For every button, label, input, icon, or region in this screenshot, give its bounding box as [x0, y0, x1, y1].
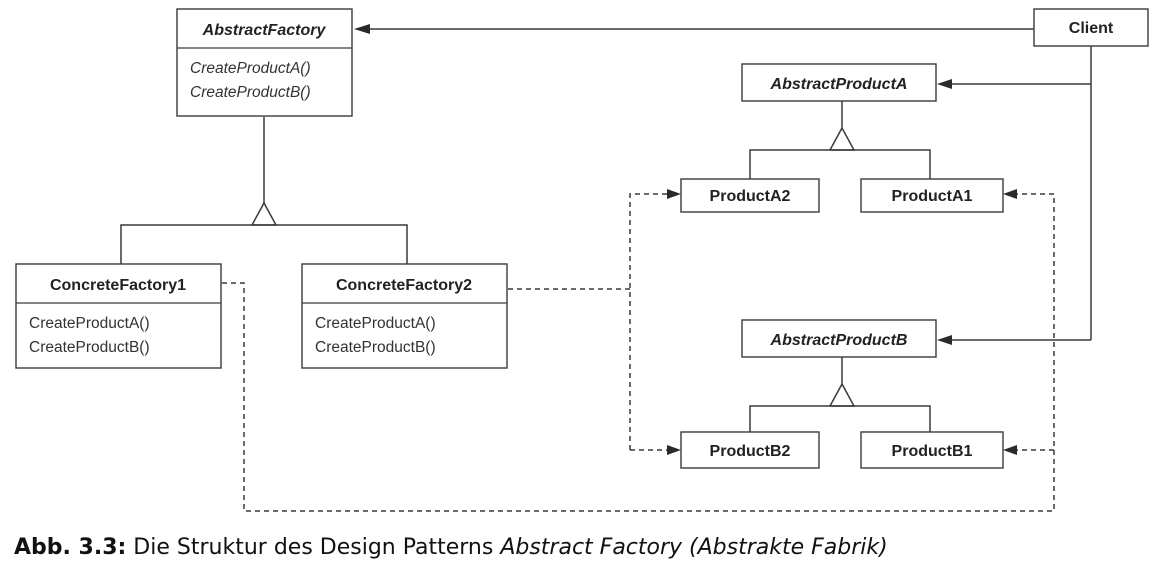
- product-a1-class: ProductA1: [860, 178, 1004, 213]
- uml-diagram: AbstractFactory CreateProductA() CreateP…: [15, 8, 1149, 512]
- factory2-to-productB2-arrow: [667, 445, 681, 455]
- factory-inheritance-branch: [120, 224, 408, 264]
- product-a2-class: ProductA2: [680, 178, 820, 213]
- client-to-abstractfactory-arrow: [354, 24, 370, 34]
- concrete-factory2-class: ConcreteFactory2 CreateProductA() Create…: [301, 263, 508, 369]
- concrete-factory1-class: ConcreteFactory1 CreateProductA() Create…: [15, 263, 222, 369]
- abstract-factory-name: AbstractFactory: [202, 22, 327, 39]
- concrete-factory2-op-a: CreateProductA(): [315, 315, 436, 332]
- caption-label: Abb. 3.3:: [14, 535, 127, 560]
- figure-caption: Abb. 3.3: Die Struktur des Design Patter…: [14, 535, 888, 560]
- product-a2-name: ProductA2: [710, 188, 791, 205]
- abstract-factory-class: AbstractFactory CreateProductA() CreateP…: [176, 8, 353, 117]
- abstract-product-b-name: AbstractProductB: [770, 332, 908, 349]
- productA-inheritance-branch: [749, 149, 931, 180]
- concrete-factory1-name: ConcreteFactory1: [50, 277, 186, 294]
- factory1-to-productA1-arrow: [1003, 189, 1017, 199]
- product-b1-name: ProductB1: [892, 443, 973, 460]
- caption-italic: Abstract Factory (Abstrakte Fabrik): [500, 535, 888, 560]
- product-b2-class: ProductB2: [680, 431, 820, 469]
- abstract-product-a-class: AbstractProductA: [741, 63, 937, 102]
- concrete-factory1-op-b: CreateProductB(): [29, 339, 150, 356]
- productA-inheritance-triangle: [828, 126, 856, 151]
- productB-inheritance-branch: [749, 405, 931, 432]
- client-to-productB-arrow: [937, 335, 952, 345]
- client-to-productA-arrow: [937, 79, 952, 89]
- abstract-factory-op-b: CreateProductB(): [190, 84, 311, 101]
- factory-inheritance-triangle: [250, 201, 278, 226]
- caption-text: Die Struktur des Design Patterns: [126, 535, 501, 560]
- factory2-to-products-line: [629, 193, 667, 450]
- abstract-product-a-name: AbstractProductA: [770, 76, 908, 93]
- client-class: Client: [1033, 8, 1149, 47]
- concrete-factory1-op-a: CreateProductA(): [29, 315, 150, 332]
- concrete-factory2-op-b: CreateProductB(): [315, 339, 436, 356]
- product-b2-name: ProductB2: [710, 443, 791, 460]
- factory1-to-productB1-arrow: [1003, 445, 1017, 455]
- product-a1-name: ProductA1: [892, 188, 973, 205]
- factory2-to-productA2-arrow: [667, 189, 681, 199]
- productB-inheritance-triangle: [828, 382, 856, 407]
- factory1-dependency-line: [222, 193, 1055, 512]
- product-b1-class: ProductB1: [860, 431, 1004, 469]
- abstract-product-b-class: AbstractProductB: [741, 319, 937, 358]
- concrete-factory2-name: ConcreteFactory2: [336, 277, 472, 294]
- abstract-factory-op-a: CreateProductA(): [190, 60, 311, 77]
- client-name: Client: [1069, 20, 1114, 37]
